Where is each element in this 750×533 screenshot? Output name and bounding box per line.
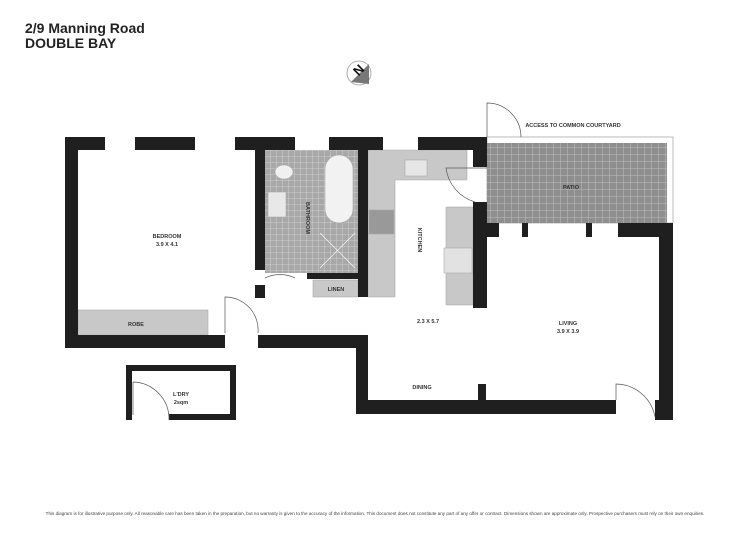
north-arrow-icon: N [346, 60, 372, 86]
laundry-size: 2sqm [174, 400, 188, 406]
doors [132, 102, 656, 421]
sink-icon [404, 159, 428, 177]
kitchen-size: 2.3 X 5.7 [417, 319, 439, 325]
laundry-door[interactable] [132, 381, 170, 421]
basin-icon [267, 191, 287, 218]
address: 2/9 Manning Road [25, 20, 145, 36]
disclaimer: This diagram is for illustrative purpose… [45, 511, 705, 516]
patio [486, 136, 674, 224]
patio-label: PATIO [563, 185, 580, 191]
bedroom-label: BEDROOM [153, 234, 182, 240]
bedroom-size: 3.9 X 4.1 [156, 242, 178, 248]
bathroom-label: BATHROOM [304, 202, 310, 234]
living-label: LIVING [559, 321, 577, 327]
patio-door[interactable] [445, 167, 487, 203]
bathtub-icon [324, 154, 354, 224]
robe [77, 309, 209, 336]
bedroom-door[interactable] [224, 296, 259, 334]
dining-label: DINING [412, 385, 431, 391]
kitchen-label: KITCHEN [416, 228, 422, 252]
suburb: DOUBLE BAY [25, 35, 117, 51]
bathroom-door[interactable] [264, 274, 296, 279]
linen-label: LINEN [328, 287, 345, 293]
robe-label: ROBE [128, 322, 144, 328]
toilet-icon [274, 164, 294, 180]
property-title: 2/9 Manning Road DOUBLE BAY [25, 21, 145, 51]
laundry-label: L'DRY [173, 392, 189, 398]
fixtures [77, 149, 474, 336]
courtyard-door[interactable] [486, 102, 522, 138]
cooktop-icon [368, 209, 395, 235]
fridge-icon [443, 247, 473, 274]
living-door[interactable] [615, 383, 656, 418]
courtyard-access-label: ACCESS TO COMMON COURTYARD [525, 123, 620, 129]
walls [65, 137, 673, 420]
shower-icon [319, 232, 356, 269]
living-size: 3.9 X 3.9 [557, 329, 579, 335]
